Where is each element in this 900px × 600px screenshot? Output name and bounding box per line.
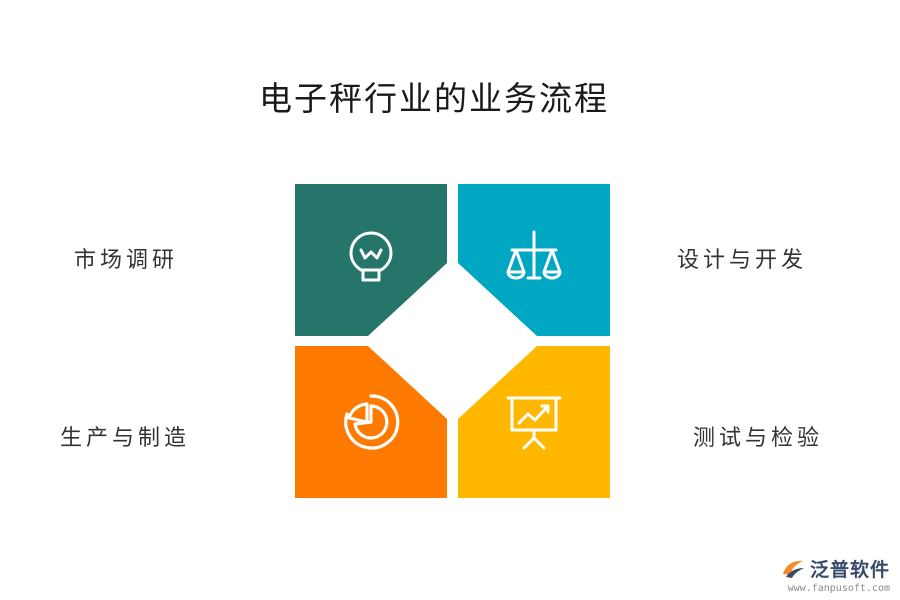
brand-logo: 泛普软件 www.fanpusoft.com: [780, 555, 890, 594]
presentation-chart-icon: [506, 396, 562, 450]
step-tile-market-research: [295, 184, 447, 336]
brand-name: 泛普软件: [809, 559, 890, 581]
brand-url: www.fanpusoft.com: [787, 583, 890, 594]
step-tile-testing: [458, 346, 610, 498]
step-tile-design-development: [458, 184, 610, 336]
step-label-production: 生产与制造: [60, 426, 191, 451]
balance-scale-icon: [506, 230, 562, 280]
brand-mark-icon: [780, 558, 806, 580]
step-label-design-development: 设计与开发: [677, 248, 808, 273]
step-label-market-research: 市场调研: [74, 248, 179, 273]
step-label-testing: 测试与检验: [693, 426, 824, 451]
pie-chart-icon: [344, 394, 400, 450]
step-tile-production: [295, 346, 447, 498]
lightbulb-icon: [349, 231, 393, 282]
page-title: 电子秤行业的业务流程: [259, 79, 609, 118]
